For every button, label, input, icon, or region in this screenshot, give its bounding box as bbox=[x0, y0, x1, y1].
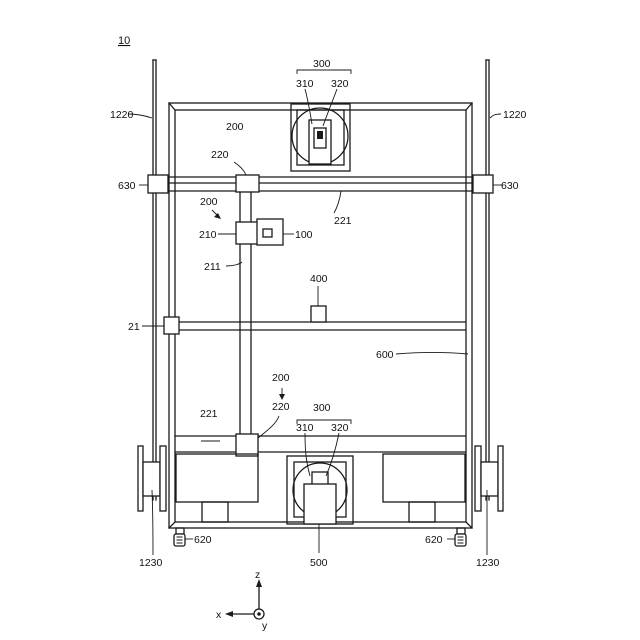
bottom-left-housing bbox=[176, 454, 258, 522]
label-1220-left: 1220 bbox=[110, 109, 134, 121]
bottom-right-housing bbox=[383, 454, 465, 522]
label-300-bottom: 300 bbox=[313, 402, 331, 414]
figure-number: 10 bbox=[118, 35, 130, 47]
label-210: 210 bbox=[199, 229, 217, 241]
label-600: 600 bbox=[376, 349, 394, 361]
label-200-bottom: 200 bbox=[272, 372, 290, 384]
upper-rail bbox=[150, 177, 492, 191]
label-221-bottom: 221 bbox=[200, 408, 218, 420]
label-310-top: 310 bbox=[296, 78, 314, 90]
coordinate-axes bbox=[225, 579, 264, 619]
label-1230-right: 1230 bbox=[476, 557, 500, 569]
label-1230-left: 1230 bbox=[139, 557, 163, 569]
label-310-bottom: 310 bbox=[296, 422, 314, 434]
lower-joint-220 bbox=[236, 434, 258, 456]
axis-label-y: y bbox=[262, 620, 268, 632]
top-drive-unit bbox=[291, 104, 350, 171]
label-211: 211 bbox=[204, 261, 221, 273]
lower-rail bbox=[175, 436, 465, 452]
label-1220-right: 1220 bbox=[503, 109, 527, 121]
label-630-right: 630 bbox=[501, 180, 519, 192]
axis-label-z: z bbox=[255, 569, 260, 581]
label-200-top: 200 bbox=[226, 121, 244, 133]
bottom-drive-unit bbox=[287, 456, 353, 524]
left-caster-620 bbox=[174, 528, 185, 546]
label-500: 500 bbox=[310, 557, 328, 569]
upper-joint-220 bbox=[236, 175, 259, 192]
label-200-mid: 200 bbox=[200, 196, 218, 208]
label-21: 21 bbox=[128, 321, 140, 333]
label-630-left: 630 bbox=[118, 180, 136, 192]
camera-lens bbox=[263, 229, 272, 237]
label-220-top: 220 bbox=[211, 149, 229, 161]
right-caster-620 bbox=[455, 528, 466, 546]
label-400: 400 bbox=[310, 273, 328, 285]
label-221-top: 221 bbox=[334, 215, 352, 227]
right-slider-630 bbox=[473, 175, 493, 193]
joint-21 bbox=[164, 317, 179, 334]
middle-rail bbox=[172, 322, 465, 330]
left-guide-rail bbox=[153, 60, 156, 500]
label-220-bottom: 220 bbox=[272, 401, 290, 413]
label-620-right: 620 bbox=[425, 534, 443, 546]
axis-label-x: x bbox=[216, 609, 222, 621]
label-620-left: 620 bbox=[194, 534, 212, 546]
label-320-top: 320 bbox=[331, 78, 349, 90]
label-320-bottom: 320 bbox=[331, 422, 349, 434]
label-100: 100 bbox=[295, 229, 313, 241]
label-300-top: 300 bbox=[313, 58, 331, 70]
left-slider-630 bbox=[148, 175, 168, 193]
right-guide-rail bbox=[486, 60, 489, 500]
sensor-400 bbox=[311, 306, 326, 322]
